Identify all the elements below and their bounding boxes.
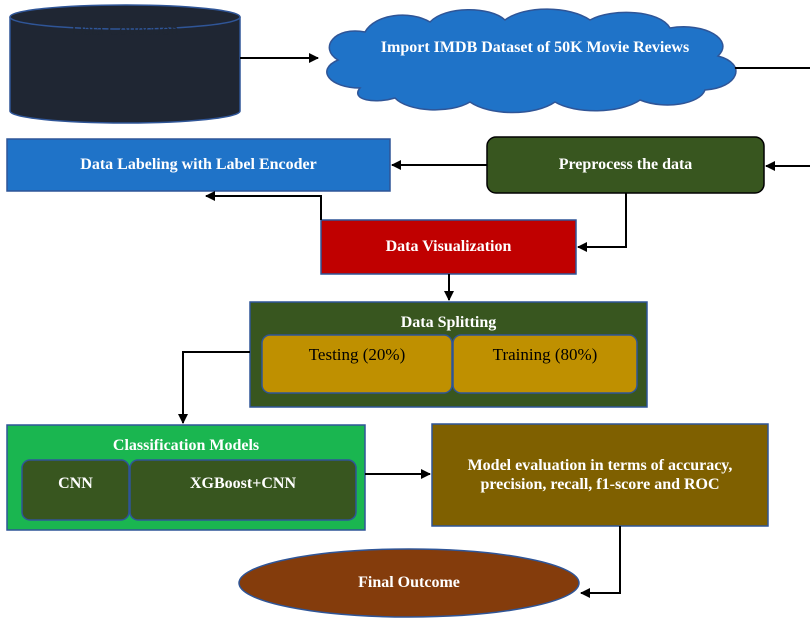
import-dataset-label: Import IMDB Dataset of 50K Movie Reviews xyxy=(380,39,690,57)
data-collection-cylinder xyxy=(9,4,241,124)
import-dataset-cloud xyxy=(326,8,737,114)
final-outcome-label: Final Outcome xyxy=(358,574,460,592)
arrow-evaluation-to-final xyxy=(580,526,621,598)
splitting-title: Data Splitting xyxy=(400,314,497,331)
data-collection-label: Data Collection xyxy=(71,19,179,39)
labeling-box xyxy=(6,138,391,192)
xgboost-label: XGBoost+CNN xyxy=(189,475,296,493)
evaluation-label: Model evaluation in terms of accuracy, p… xyxy=(467,456,733,493)
arrow-preprocess-to-visualization xyxy=(577,193,627,252)
evaluation-box xyxy=(431,423,769,527)
xgboost-box xyxy=(129,459,357,521)
preprocess-label: Preprocess the data xyxy=(558,156,693,174)
final-outcome-ellipse xyxy=(238,548,580,618)
visualization-box xyxy=(320,219,577,275)
cnn-box xyxy=(21,459,130,521)
visualization-label: Data Visualization xyxy=(385,238,512,256)
cnn-label: CNN xyxy=(58,475,93,493)
testing-box xyxy=(261,334,453,394)
labeling-label: Data Labeling with Label Encoder xyxy=(80,156,317,174)
training-box xyxy=(452,334,638,394)
testing-label: Testing (20%) xyxy=(308,344,406,364)
classification-title: Classification Models xyxy=(112,437,260,454)
training-label: Training (80%) xyxy=(492,344,598,364)
arrow-visualization-to-labeling xyxy=(205,191,322,220)
arrow-splitting-to-classification xyxy=(178,351,250,424)
